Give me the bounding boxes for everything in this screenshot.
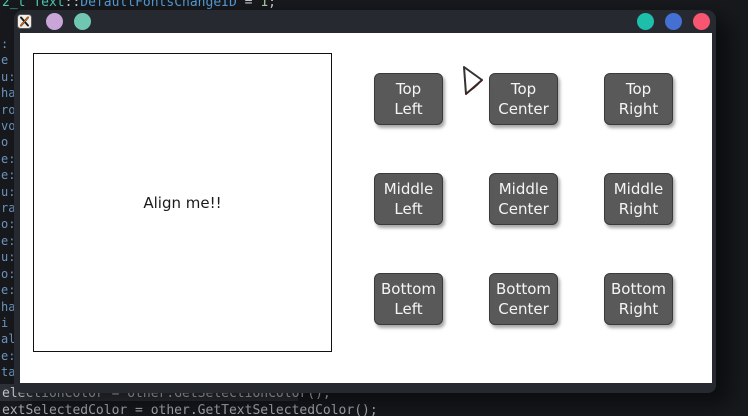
btn-label-line1: Middle bbox=[613, 180, 664, 198]
btn-label-line1: Bottom bbox=[380, 280, 437, 298]
btn-label-line1: Bottom bbox=[495, 280, 552, 298]
btn-label-line2: Center bbox=[498, 300, 549, 318]
btn-label-line1: Top bbox=[625, 80, 652, 98]
btn-label-line1: Bottom bbox=[610, 280, 667, 298]
btn-label-line2: Center bbox=[498, 200, 549, 218]
btn-label-line2: Center bbox=[498, 100, 549, 118]
code-token: DefaultFontsChangeID bbox=[80, 0, 237, 10]
titlebar-purple-dot[interactable] bbox=[46, 13, 63, 30]
btn-label-line2: Left bbox=[394, 300, 423, 318]
align-box-label: Align me!! bbox=[143, 193, 222, 212]
x11-app-icon bbox=[17, 14, 32, 29]
btn-label-line2: Left bbox=[394, 100, 423, 118]
code-token: 1 bbox=[260, 0, 269, 10]
btn-label-line1: Middle bbox=[498, 180, 549, 198]
btn-label-line2: Right bbox=[618, 100, 659, 118]
code-token: = bbox=[236, 0, 261, 10]
minimize-dot[interactable] bbox=[637, 13, 654, 30]
code-token: 2_t bbox=[2, 0, 34, 10]
align-target-box: Align me!! bbox=[33, 53, 332, 352]
code-token: Text bbox=[33, 0, 65, 10]
btn-label-line2: Right bbox=[618, 300, 659, 318]
editor-code-line-bottom-2: extSelectedColor = other.GetTextSelected… bbox=[2, 403, 378, 416]
maximize-dot[interactable] bbox=[665, 13, 682, 30]
btn-label-line2: Left bbox=[394, 200, 423, 218]
code-token: :: bbox=[64, 0, 81, 10]
editor-code-line-top: 2_t Text::DefaultFontsChangeID = 1; bbox=[2, 0, 276, 11]
triangle-cursor-icon bbox=[463, 66, 483, 96]
close-dot[interactable] bbox=[693, 13, 710, 30]
btn-label-line1: Top bbox=[510, 80, 537, 98]
titlebar-mint-dot[interactable] bbox=[74, 13, 91, 30]
code-token: ; bbox=[268, 0, 276, 10]
window-titlebar[interactable] bbox=[14, 10, 716, 33]
btn-label-line2: Right bbox=[618, 200, 659, 218]
btn-label-line1: Top bbox=[395, 80, 422, 98]
editor-code-left-edge: : e u: ha ro vo o e: e: u: ra o: e: u: o… bbox=[1, 37, 16, 396]
btn-label-line1: Middle bbox=[383, 180, 434, 198]
titlebar-window-controls bbox=[637, 13, 710, 30]
